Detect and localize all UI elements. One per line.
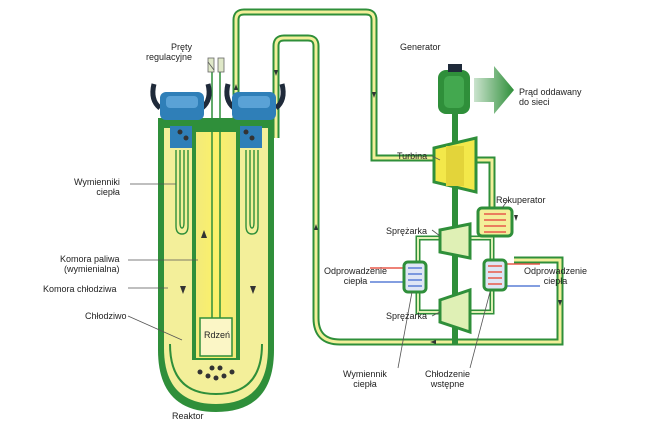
- pipe-compressor-loop: [415, 208, 503, 315]
- compressor-upper: [438, 222, 472, 260]
- label-turbine: Turbina: [397, 151, 428, 161]
- label-coolant-chamber: Komora chłodziwa: [43, 284, 117, 294]
- label-precooling: Chłodzenie wstępne: [425, 369, 471, 389]
- pipe-hot-leg: [232, 8, 440, 162]
- flow-arrows: [234, 70, 562, 344]
- power-output-arrow: [474, 66, 514, 114]
- label-reactor: Reaktor: [172, 411, 204, 421]
- heat-rejection-left-exchanger: [402, 260, 428, 294]
- pipe-return-leg: [272, 34, 564, 346]
- turbine: [432, 136, 478, 194]
- core-block: [199, 317, 233, 357]
- compressor-lower: [438, 287, 472, 335]
- coolant-lines: [370, 263, 540, 287]
- label-recuperator: Rekuperator: [496, 195, 546, 205]
- heat-exchangers-tubes: [175, 150, 259, 235]
- generator: [438, 64, 470, 114]
- precooling-exchanger: [482, 258, 508, 292]
- label-generator: Generator: [400, 42, 441, 52]
- recuperator: [476, 206, 514, 238]
- control-rods: [207, 57, 225, 318]
- label-control-rods: Pręty regulacyjne: [146, 42, 193, 62]
- reactor-flow-arrows: [180, 230, 256, 294]
- leader-lines: [127, 61, 509, 369]
- label-heat-exchanger: Wymiennik ciepła: [343, 369, 387, 389]
- label-coolant: Chłodziwo: [85, 311, 127, 321]
- label-core: Rdzeń: [204, 330, 231, 340]
- label-compressor-bottom: Sprężarka: [386, 311, 428, 321]
- label-grid-power: Prąd oddawany do sieci: [519, 87, 582, 107]
- label-compressor-top: Sprężarka: [386, 226, 428, 236]
- label-heat-exchangers: Wymienniki ciepła: [74, 177, 120, 197]
- label-fuel-chamber: Komora paliwa (wymienialna): [60, 254, 120, 274]
- reactor-dots: [177, 129, 255, 381]
- label-heat-rejection-left: Odprowadzenie ciepła: [324, 266, 388, 286]
- label-heat-rejection-right: Odprowadzenie ciepła: [524, 266, 588, 286]
